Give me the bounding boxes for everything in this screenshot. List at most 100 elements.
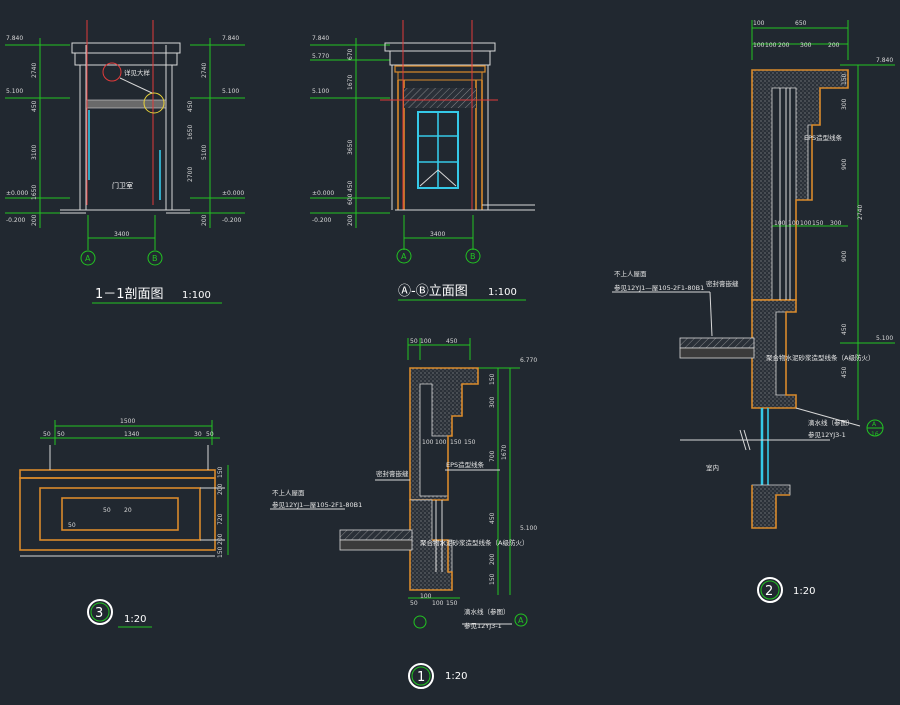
dim: 200 [201, 214, 208, 226]
dim: 100 [753, 20, 765, 27]
level: 7.840 [312, 35, 329, 42]
dim: 100 [420, 593, 432, 600]
level-minus-200: -0.200 [6, 217, 26, 224]
dim: 200 [347, 214, 354, 226]
detail-2-profile [679, 69, 849, 529]
detail-1-notes: 不上人屋面 参见12YJ1—屋105-2F1-80B1 密封膏嵌缝 EPS造型线… [270, 460, 528, 630]
elevation-title: Ⓐ-Ⓑ立面图 [398, 284, 468, 299]
dim: 150 [489, 573, 496, 585]
dim: 450 [489, 512, 496, 524]
dim: 150 [812, 220, 824, 227]
level-5100-right: 5.100 [222, 88, 239, 95]
dim: 5100 [201, 145, 208, 160]
note: 密封膏嵌缝 [376, 469, 409, 478]
dim: 450 [187, 100, 194, 112]
dim: 100 [435, 439, 447, 446]
detail-1-profile [339, 367, 479, 591]
level-0000-right: ±0.000 [222, 190, 244, 197]
axis-label: B [470, 252, 476, 261]
dim: 100 [422, 439, 434, 446]
dim: 300 [800, 42, 812, 49]
dim: 150 [217, 466, 224, 478]
room-label-guard: 门卫室 [112, 181, 133, 190]
dim: 1670 [347, 75, 354, 90]
elevation-axis-a: A [396, 248, 412, 264]
dim: 720 [217, 513, 224, 525]
section-axis-a: A [80, 250, 96, 266]
dim: 1340 [124, 431, 139, 438]
detail-3-marker: 3 [87, 599, 113, 625]
elevation-bottom-dim: 3400 [430, 231, 445, 238]
dim: 100 [765, 42, 777, 49]
section-scale: 1:100 [182, 290, 211, 301]
note: EPS造型线条 [446, 460, 485, 469]
note: 聚合物水泥砂浆造型线条（A级防火） [766, 353, 874, 362]
note: 滴水线（参图） [464, 607, 510, 616]
detail-3-scale: 1:20 [124, 614, 146, 625]
dim: 100 [788, 220, 800, 227]
dim: 900 [841, 250, 848, 262]
dim: 1650 [31, 185, 38, 200]
dim: 1500 [120, 418, 135, 425]
room-label: 室内 [706, 463, 719, 472]
dim: 300 [489, 396, 496, 408]
axis-label: A [401, 252, 407, 261]
detail-1-number: 1 [417, 670, 425, 685]
note: 参见12YJ1—屋105-2F1-80B1 [272, 500, 362, 509]
dim: 450 [841, 323, 848, 335]
detail-2-view: 100 650 100 100 200 300 200 7.840 5.100 … [612, 20, 895, 603]
dim: 100 [432, 600, 444, 607]
section-callout-note: 详见大样 [124, 68, 151, 77]
dim: 1670 [501, 445, 508, 460]
section-1-1-view: 7.840 5.100 ±0.000 -0.200 7.840 5.100 ±0… [5, 20, 245, 304]
section-axis-b: B [147, 250, 163, 266]
dim: 2700 [187, 167, 194, 182]
dim: 100 [420, 338, 432, 345]
section-level-markers: 7.840 5.100 ±0.000 -0.200 7.840 5.100 ±0… [6, 35, 244, 224]
dim: 450 [31, 100, 38, 112]
dim: 100 [753, 42, 765, 49]
dim: 200 [31, 214, 38, 226]
detail-2-number: 2 [765, 584, 773, 599]
dim: 1650 [187, 125, 194, 140]
axis-a-label: A [85, 254, 91, 263]
elevation-ab-view: 7.840 5.770 5.100 ±0.000 -0.200 670 1670… [310, 20, 535, 301]
level: 7.840 [876, 57, 893, 64]
dim: 650 [795, 20, 807, 27]
dim: 30 [194, 431, 202, 438]
level: 5.770 [312, 53, 329, 60]
elevation-level-markers: 7.840 5.770 5.100 ±0.000 -0.200 [312, 35, 334, 224]
detail-1-level-low: 5.100 [520, 525, 537, 532]
detail-1-scale: 1:20 [445, 671, 467, 682]
dim: 150 [450, 439, 462, 446]
detail-1-marker: 1 [408, 663, 434, 689]
dim: 300 [841, 98, 848, 110]
dim: 150 [841, 73, 848, 85]
detail-2-notes: 不上人屋面 参见12YJ1—屋105-2F1-80B1 密封膏嵌缝 EPS造型线… [612, 133, 884, 472]
dim: 3650 [347, 140, 354, 155]
note: 参见12YJ1—屋105-2F1-80B1 [614, 283, 704, 292]
axis-b-label: B [152, 254, 158, 263]
dim: 150 [217, 546, 224, 558]
dim: 50 [68, 522, 76, 529]
dim: 200 [778, 42, 790, 49]
dim: 900 [841, 158, 848, 170]
dim: 300 [830, 220, 842, 227]
elevation-building [380, 20, 535, 211]
dim: 150 [446, 600, 458, 607]
note: 不上人屋面 [614, 269, 647, 278]
dim: 2740 [201, 63, 208, 78]
elevation-scale: 1:100 [488, 287, 517, 298]
section-bottom-dim: 3400 [114, 231, 129, 238]
dim: 20 [124, 507, 132, 514]
detail-3-view: 1500 50 50 1340 30 50 50 20 50 150 200 7… [19, 418, 229, 628]
level: 5.100 [876, 335, 893, 342]
section-dims-left: 2740 450 3100 1650 200 2740 450 1650 270… [31, 63, 208, 226]
callout-ref: A [518, 616, 524, 625]
detail-3-frame [19, 445, 225, 557]
level-0000: ±0.000 [6, 190, 28, 197]
level-7840-right: 7.840 [222, 35, 239, 42]
level-5100: 5.100 [6, 88, 23, 95]
dim: 50 [57, 431, 65, 438]
